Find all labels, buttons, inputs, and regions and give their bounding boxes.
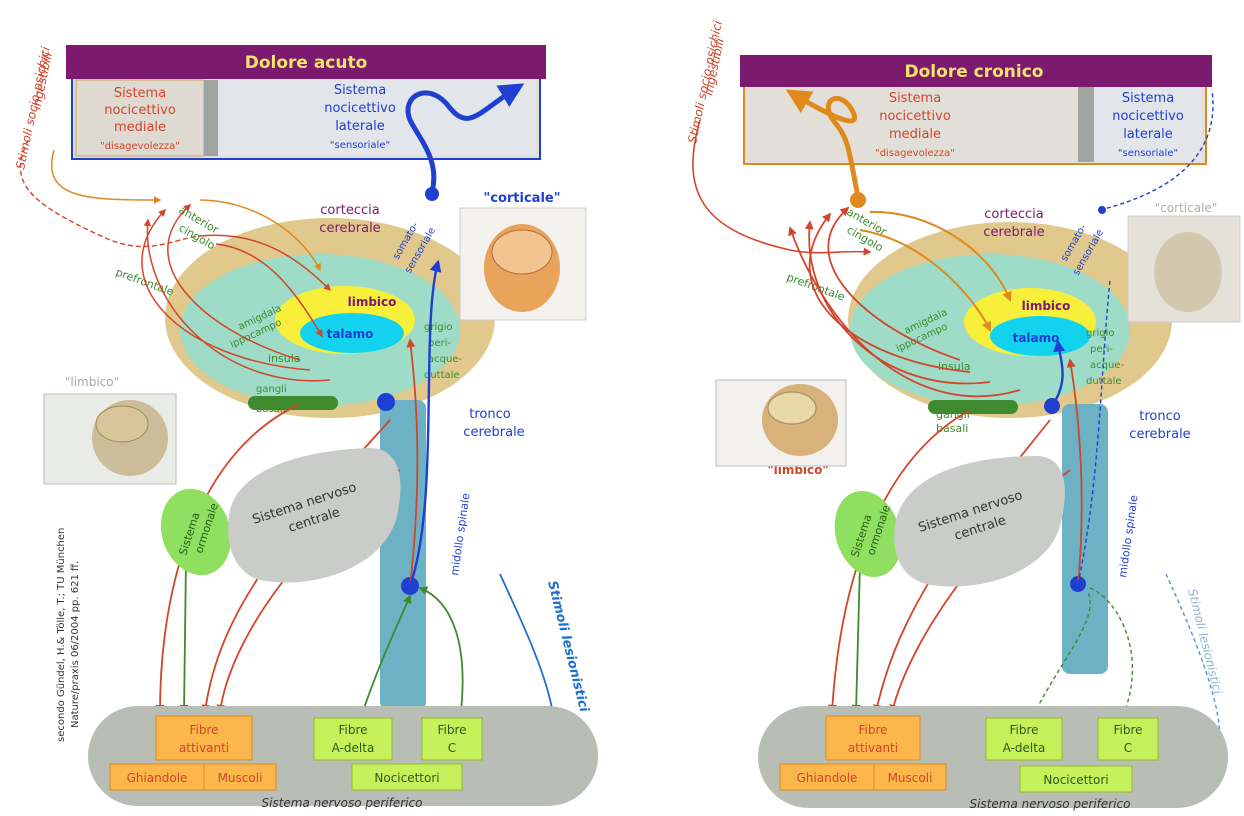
acute-stimuli-lesion: Stimoli lesionistici [544,579,591,714]
acute-medial-tag: "disagevolezza" [100,141,180,152]
acute-midollo: midollo spinale [448,492,472,576]
acute-tronco2: cerebrale [463,425,524,440]
acute-nocicettori: Nocicettori [374,771,439,785]
acute-fibre-c-l1: Fibre [437,723,466,737]
chronic-acque: acque- [1090,360,1124,371]
chronic-tronco2: cerebrale [1129,427,1190,442]
acute-lateral-l3: laterale [335,119,385,134]
acute-peri: peri- [428,338,451,349]
chronic-limbico-brain [768,392,816,424]
chronic-medial-l1: Sistema [889,91,941,106]
chronic-lateral-node [1098,206,1106,214]
chronic-panel: Dolore cronico Sistema nocicettivo media… [685,19,1240,811]
chronic-spinal-cord [1062,404,1108,674]
chronic-limbico: limbico [1022,299,1071,313]
acute-green-arrow [184,560,186,712]
chronic-gangli-label: gangli [936,408,970,421]
chronic-medial-l2: nocicettivo [879,109,951,124]
acute-fibre-adelta-l2: A-delta [332,741,375,755]
chronic-cerebrale: cerebrale [983,225,1044,240]
chronic-lateral-l2: nocicettivo [1112,109,1184,124]
chronic-fibre-attivanti-l1: Fibre [858,723,887,737]
acute-corticale-label: "corticale" [483,191,560,206]
chronic-corticale-label: "corticale" [1155,201,1218,215]
chronic-talamo-label: talamo [1013,331,1060,345]
chronic-divider [1078,86,1094,162]
chronic-lateral-l1: Sistema [1122,91,1174,106]
acute-muscoli: Muscoli [218,771,263,785]
chronic-snp-label: Sistema nervoso periferico [969,797,1130,811]
chronic-stimuli-lesion: Stimoli lesionistici [1185,587,1225,696]
acute-title: Dolore acuto [245,53,368,73]
acute-talamo-label: talamo [327,327,374,341]
chronic-fibre-c-l1: Fibre [1113,723,1142,737]
chronic-medial-tag: "disagevolezza" [875,148,955,159]
chronic-basali-label: basali [936,422,968,435]
acute-green-arrow [420,588,463,720]
chronic-fibre-adelta-l2: A-delta [1003,741,1046,755]
acute-ghiandole: Ghiandole [127,771,188,785]
acute-acque: acque- [428,354,462,365]
acute-fibre-attivanti-l2: attivanti [179,741,229,755]
chronic-tronco: tronco [1139,409,1180,424]
acute-medial-l2: nocicettivo [104,103,176,118]
acute-tronco: tronco [469,407,510,422]
chronic-corteccia: corteccia [984,207,1043,222]
chronic-lateral-l3: laterale [1123,127,1173,142]
acute-credit-l1: secondo Gündel, H.& Tölle, T.; TU Münche… [56,528,67,742]
chronic-nocicettori: Nocicettori [1043,773,1108,787]
chronic-muscoli: Muscoli [888,771,933,785]
acute-limbico: limbico [348,295,397,309]
chronic-midollo: midollo spinale [1116,494,1140,578]
acute-gangli-label: gangli [256,384,287,395]
acute-lateral-tag: "sensoriale" [330,140,390,151]
acute-snp-label: Sistema nervoso periferico [261,796,422,810]
acute-fibre-c-l2: C [448,741,456,755]
acute-grigio-node [377,393,395,411]
chronic-medial-l3: mediale [889,127,941,142]
acute-lateral-l2: nocicettivo [324,101,396,116]
acute-grigio: grigio [424,322,452,333]
acute-divider [204,80,218,156]
acute-corteccia: corteccia [320,203,379,218]
acute-credit-l2: Nature/praxis 06/2004 pp. 621 ff. [70,561,81,728]
acute-medial-l1: Sistema [114,86,166,101]
chronic-green-arrow [856,564,860,712]
chronic-duttale: duttale [1086,376,1122,387]
acute-limbico-brain [96,406,148,442]
chronic-grigio: grigio [1086,328,1114,339]
acute-fibre-attivanti-l1: Fibre [189,723,218,737]
acute-lateral-l1: Sistema [334,83,386,98]
chronic-fibre-adelta-l1: Fibre [1009,723,1038,737]
acute-limbico-label: "limbico" [65,375,119,389]
chronic-title: Dolore cronico [905,62,1044,82]
acute-medial-l3: mediale [114,120,166,135]
acute-fibre-adelta-l1: Fibre [338,723,367,737]
chronic-fibre-attivanti-l2: attivanti [848,741,898,755]
chronic-lateral-tag: "sensoriale" [1118,148,1178,159]
chronic-fibre-c-l2: C [1124,741,1132,755]
acute-lateral-node [425,187,439,201]
acute-corticale-brain [492,230,552,274]
acute-cerebrale: cerebrale [319,221,380,236]
chronic-peri: peri- [1090,344,1113,355]
chronic-ghiandole: Ghiandole [797,771,858,785]
chronic-corticale-head [1154,232,1222,312]
acute-panel: Dolore acuto Sistema nocicettivo mediale… [13,45,598,810]
